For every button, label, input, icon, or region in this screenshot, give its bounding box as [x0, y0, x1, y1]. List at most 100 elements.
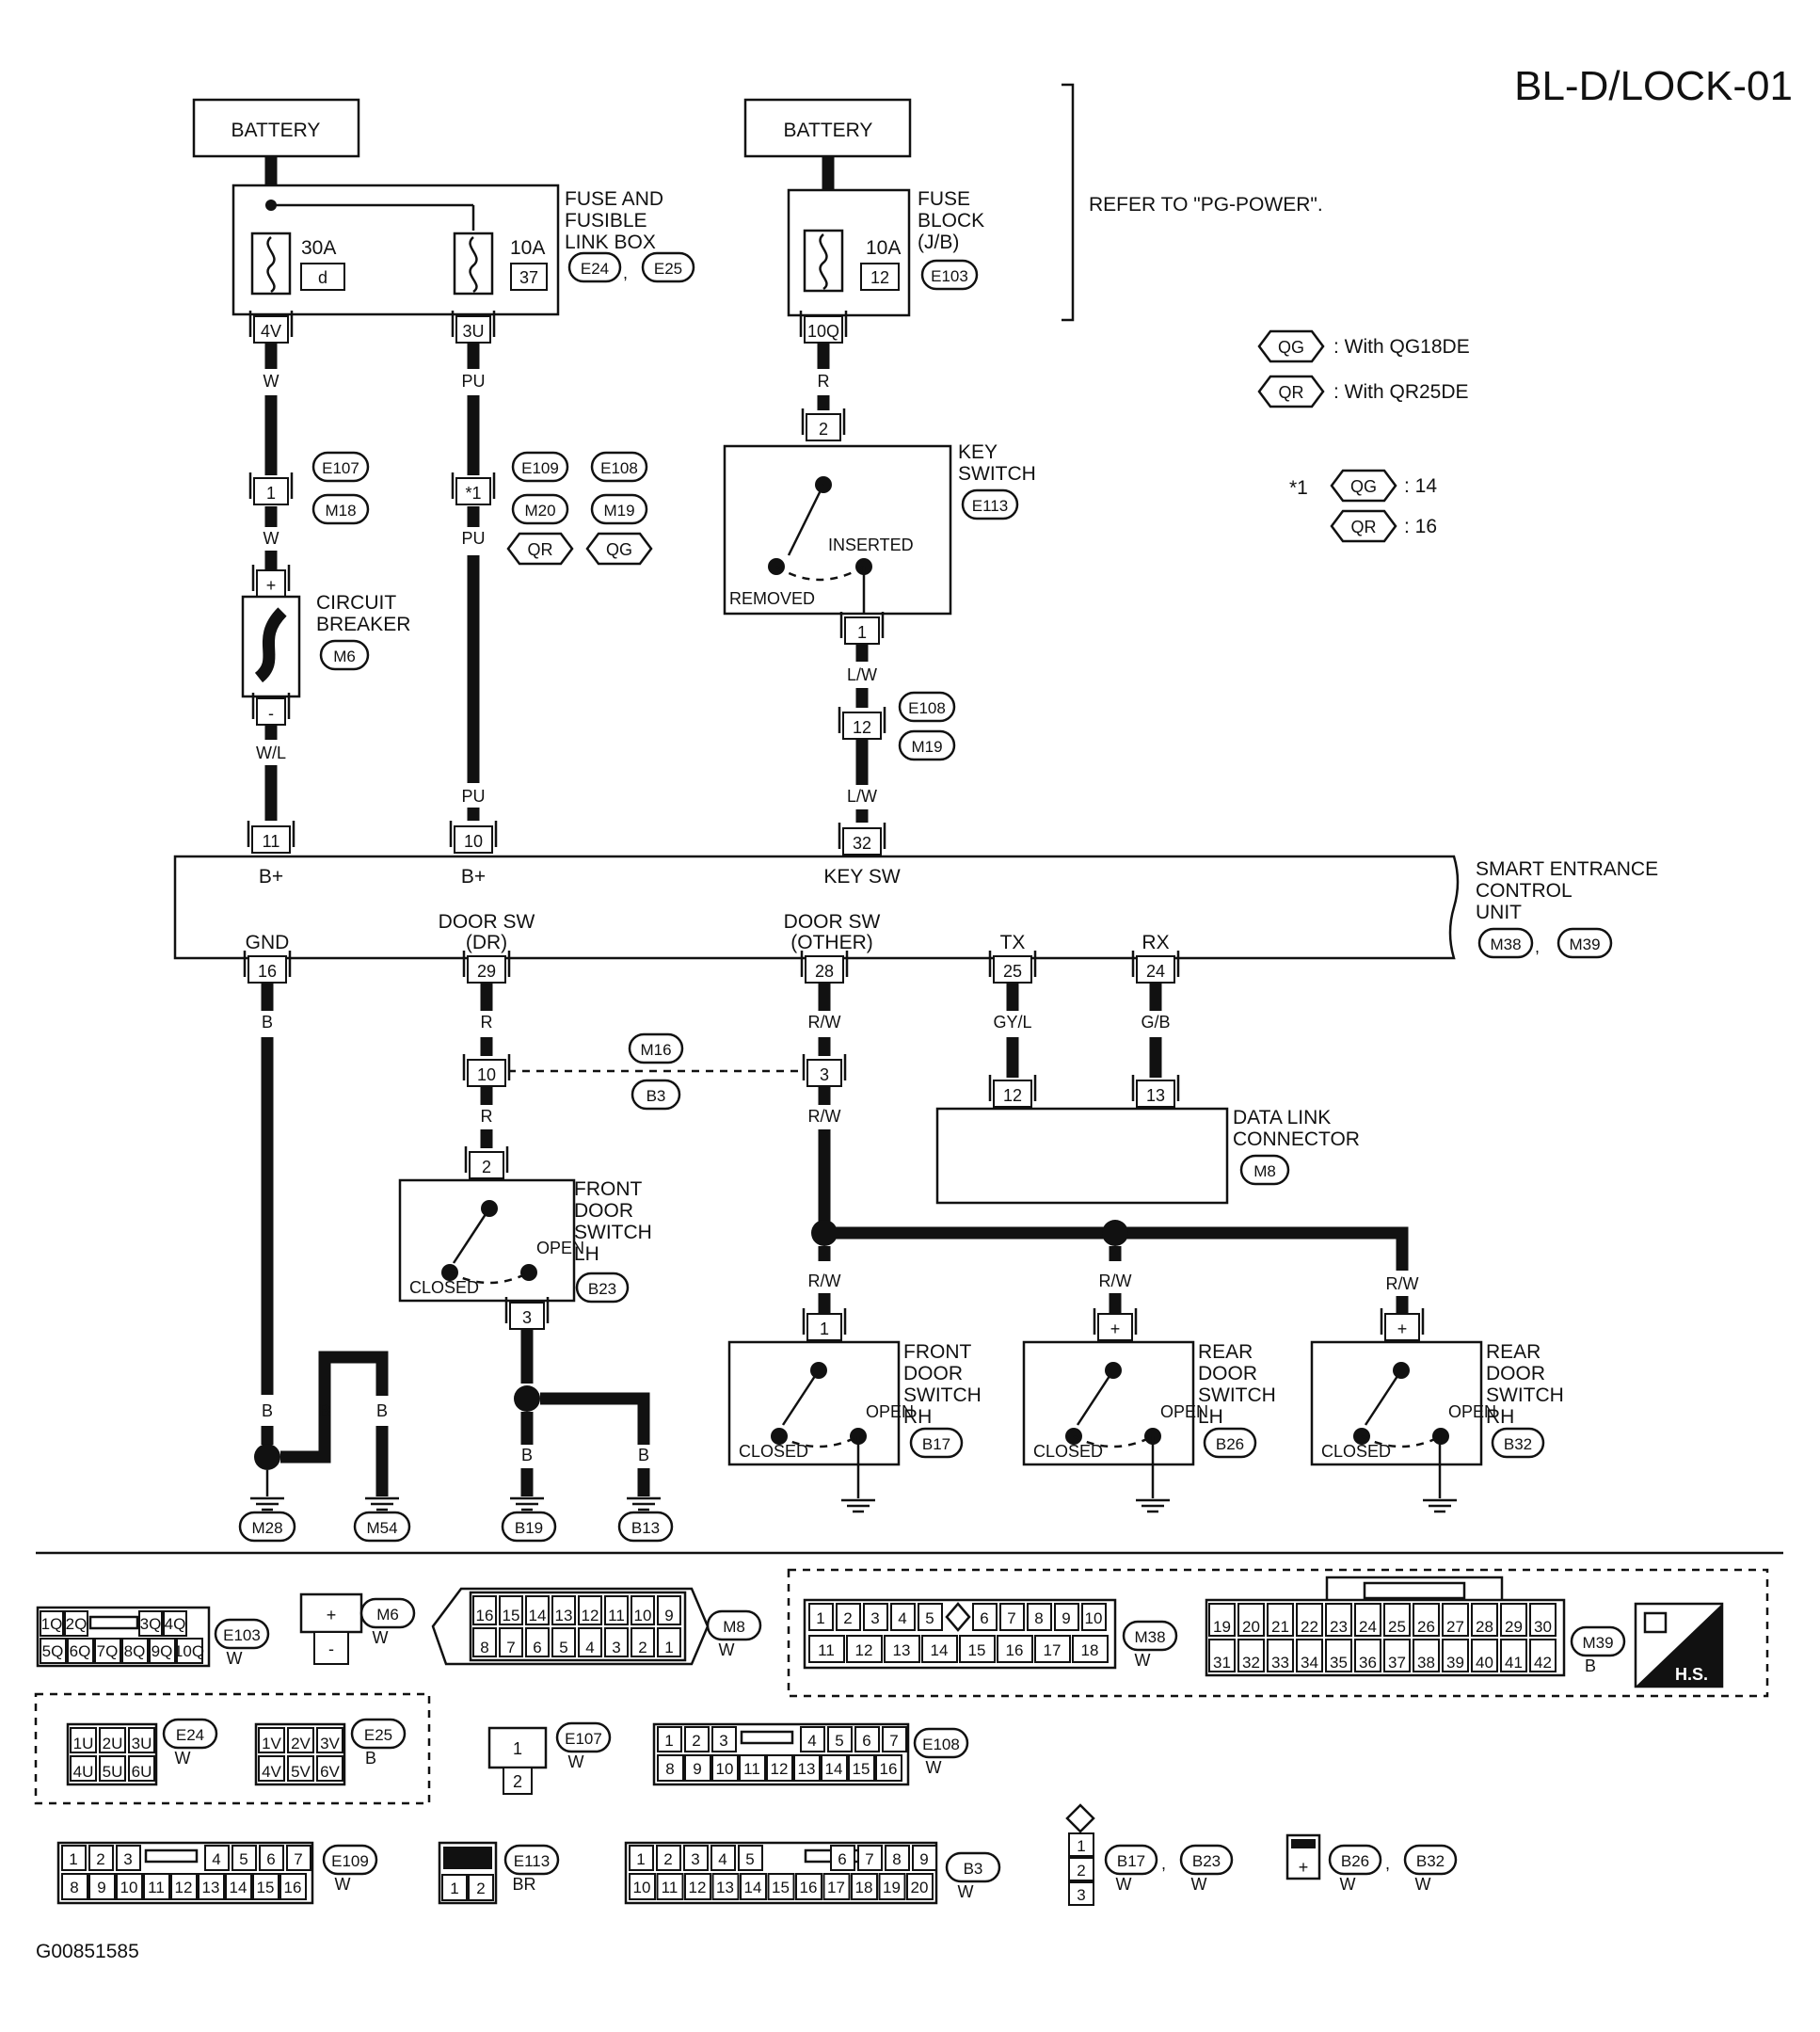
pin-cell — [61, 1873, 88, 1900]
hs-label: H.S. — [1675, 1665, 1708, 1684]
breaker-element — [254, 607, 287, 683]
removed-label: REMOVED — [729, 589, 815, 608]
connector-code: E108 — [908, 699, 946, 717]
pin-number: 12 — [771, 1760, 789, 1778]
connector-body — [462, 951, 511, 977]
pin-cell — [882, 1726, 907, 1752]
closed-label: CLOSED — [1321, 1442, 1391, 1461]
pin-cell — [198, 1873, 225, 1900]
pin-number: 4 — [807, 1732, 816, 1750]
pin-number: 25 — [1388, 1618, 1406, 1636]
connector-code: E103 — [223, 1626, 261, 1644]
fuse-id: 37 — [519, 268, 538, 287]
pin-seu-28 — [805, 955, 844, 984]
pin-number: 21 — [1271, 1618, 1289, 1636]
pin-number: 4 — [718, 1850, 726, 1868]
connector-body — [802, 1054, 847, 1080]
pin-cell — [259, 1845, 284, 1871]
connector-code: B19 — [515, 1519, 543, 1537]
refer-note: REFER TO "PG-POWER". — [1089, 194, 1323, 216]
pin-seu-24 — [1136, 955, 1175, 984]
pin-number: 16 — [880, 1760, 898, 1778]
pin-number: 14 — [825, 1760, 843, 1778]
pin-name-gnd: GND — [246, 932, 290, 953]
pin-cell — [99, 1755, 126, 1782]
connector-group-seu — [787, 1568, 1769, 1698]
pin-number: 6U — [132, 1763, 152, 1781]
pin-cell — [316, 1755, 343, 1782]
pin-cell — [972, 1603, 998, 1631]
fuse-block-label: (J/B) — [918, 232, 959, 253]
switch-travel — [775, 565, 865, 582]
pin-number: 3 — [719, 1732, 727, 1750]
wire-color-rw: R/W — [808, 1107, 841, 1126]
connector-code: M20 — [524, 502, 555, 520]
pin-cell — [711, 1873, 740, 1900]
tag-view-m38 — [1122, 1620, 1178, 1652]
pin-cell — [656, 1845, 681, 1871]
pin-b17-1 — [806, 1313, 842, 1341]
pin-number: 12 — [175, 1879, 193, 1896]
pin-seu-25 — [993, 955, 1032, 984]
pin-cell — [287, 1727, 314, 1753]
wire-color-code: W — [1191, 1875, 1207, 1894]
switch-arm — [1076, 1369, 1115, 1426]
wire-color-code: W — [1340, 1875, 1356, 1894]
tag-view-e109 — [322, 1844, 378, 1876]
pin-number: 33 — [1271, 1654, 1289, 1672]
pin-cell — [657, 1754, 684, 1782]
pin-number: 5 — [559, 1639, 567, 1656]
footnote-mark: *1 — [1289, 477, 1308, 499]
battery-left-box — [192, 98, 360, 158]
pin-cell — [884, 1635, 920, 1663]
pin-number: 40 — [1476, 1654, 1493, 1672]
door-switch-box — [727, 1340, 901, 1466]
splice-dot — [1102, 1220, 1128, 1246]
connector-code: E103 — [931, 267, 968, 285]
open-label: OPEN — [1448, 1402, 1496, 1421]
front-door-switch-lh-label: LH — [574, 1243, 599, 1265]
pin-number: 32 — [1242, 1654, 1260, 1672]
pin-number: 14 — [529, 1607, 547, 1624]
legend-qg-desc: : With QG18DE — [1333, 336, 1470, 358]
switch-arm — [1364, 1369, 1403, 1426]
pin-cell — [854, 1726, 880, 1752]
pin-number: 3 — [870, 1609, 879, 1627]
pin-number: 20 — [1242, 1618, 1260, 1636]
pin-number: 8 — [70, 1879, 78, 1896]
pin-number: 38 — [1417, 1654, 1435, 1672]
pin-cell — [906, 1873, 934, 1900]
pin-cell — [1054, 1603, 1079, 1631]
tag-m28 — [238, 1511, 296, 1543]
open-label: OPEN — [1160, 1402, 1208, 1421]
pin-cell — [848, 1754, 875, 1782]
pin-number: 1 — [820, 1320, 829, 1338]
battery-right-label: BATTERY — [784, 120, 873, 141]
connector-code: E25 — [364, 1726, 392, 1744]
pin-cell — [604, 1627, 629, 1657]
page-title: BL-D/LOCK-01 — [1514, 63, 1793, 109]
tag-e24 — [567, 251, 622, 283]
battery-right-box — [743, 98, 912, 158]
pin-cell — [252, 1873, 279, 1900]
fuse-link — [469, 236, 478, 294]
pin-number: 13 — [1146, 1086, 1165, 1105]
seu-label: UNIT — [1476, 902, 1522, 923]
pin-number: + — [327, 1606, 337, 1624]
pin-number: 42 — [1534, 1654, 1552, 1672]
pin-number: 7 — [506, 1639, 515, 1656]
pin-cell — [149, 1638, 176, 1664]
pin-number: 7 — [294, 1850, 302, 1868]
front-door-switch-rh-label: RH — [903, 1406, 932, 1428]
tag-view-b3 — [945, 1851, 1001, 1883]
pin-number: 7Q — [97, 1642, 119, 1660]
connector-code: B17 — [1117, 1852, 1145, 1870]
pin-number: 1 — [450, 1880, 458, 1897]
connector-group-e24-e25 — [34, 1692, 431, 1805]
refer-bracket — [1062, 83, 1075, 322]
wire-color-code: B — [365, 1749, 376, 1768]
pin-number: 1 — [266, 484, 276, 503]
pin-number: 8 — [480, 1639, 488, 1656]
